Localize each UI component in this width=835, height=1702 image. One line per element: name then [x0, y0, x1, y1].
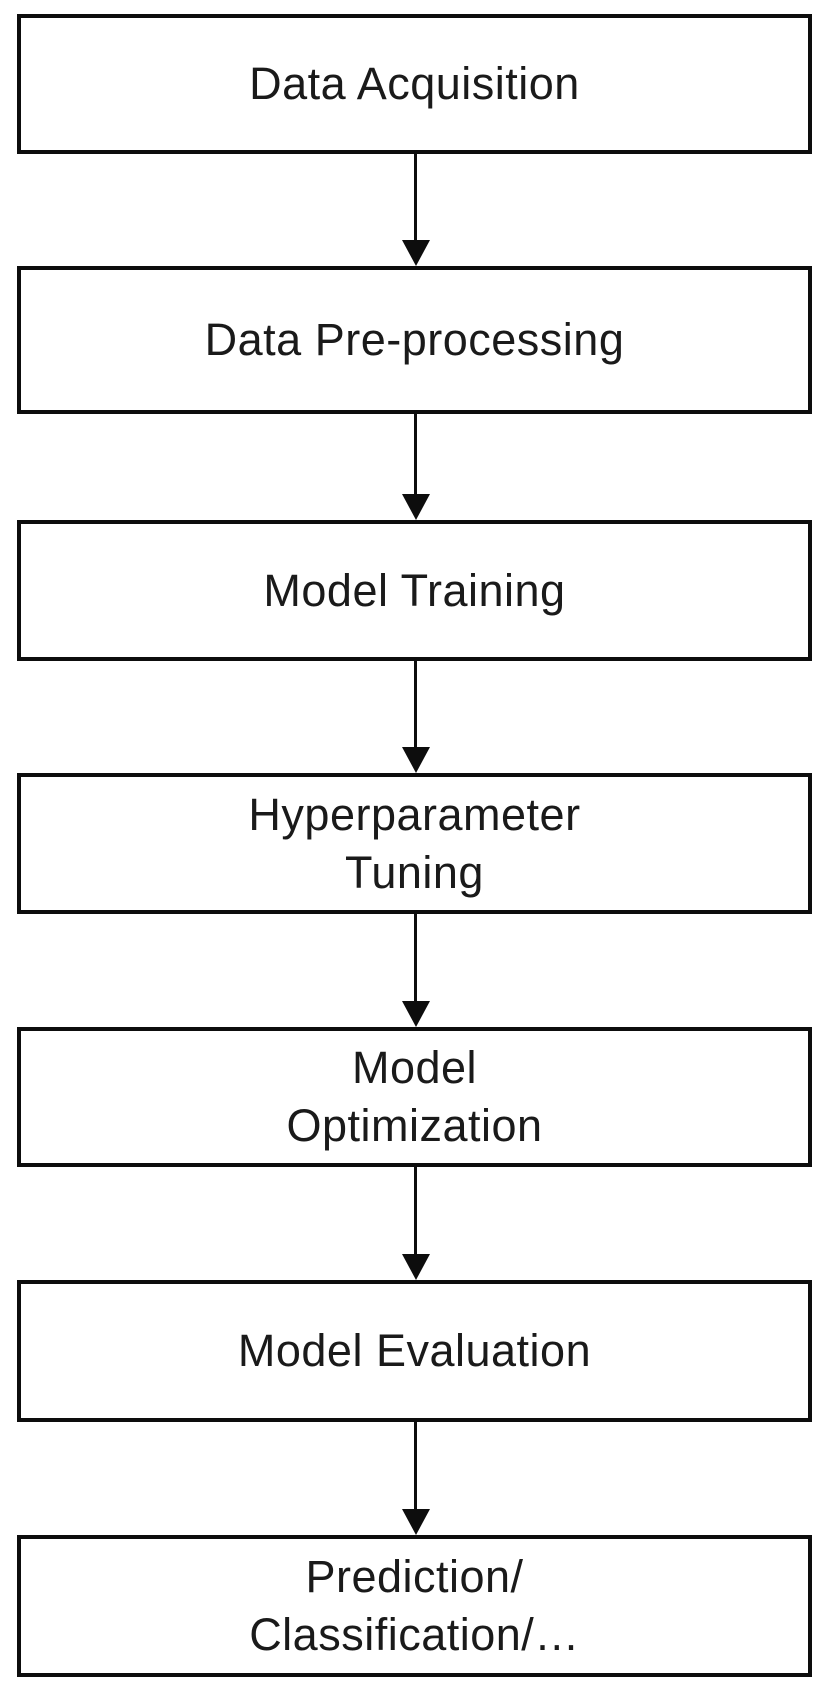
flow-step-data-acquisition: Data Acquisition: [17, 14, 812, 154]
arrow-head: [402, 747, 430, 773]
flow-step-model-evaluation: Model Evaluation: [17, 1280, 812, 1422]
flow-step-label: Prediction/ Classification/…: [249, 1551, 580, 1660]
arrow-head: [402, 1254, 430, 1280]
arrow-head: [402, 494, 430, 520]
arrow-down-icon: [400, 1422, 432, 1535]
arrow-shaft: [414, 661, 417, 757]
arrow-head: [402, 1509, 430, 1535]
flow-step-label: Hyperparameter Tuning: [248, 788, 581, 898]
flow-step-label: Data Acquisition: [249, 58, 580, 110]
arrow-down-icon: [400, 154, 432, 266]
flow-step-label: Data Pre-processing: [204, 314, 625, 366]
arrow-down-icon: [400, 1167, 432, 1280]
arrow-head: [402, 240, 430, 266]
arrow-shaft: [414, 1422, 417, 1519]
flow-step-data-pre-processing: Data Pre-processing: [17, 266, 812, 414]
arrow-shaft: [414, 1167, 417, 1264]
flow-step-prediction-classification: Prediction/ Classification/…: [17, 1535, 812, 1677]
flow-step-label: Model Optimization: [286, 1042, 543, 1151]
flow-step-hyperparameter-tuning: Hyperparameter Tuning: [17, 773, 812, 914]
flow-step-label: Model Training: [263, 564, 566, 616]
arrow-head: [402, 1001, 430, 1027]
arrow-down-icon: [400, 914, 432, 1027]
arrow-down-icon: [400, 661, 432, 773]
flow-step-label: Model Evaluation: [237, 1325, 592, 1377]
arrow-down-icon: [400, 414, 432, 520]
arrow-shaft: [414, 154, 417, 250]
arrow-shaft: [414, 414, 417, 504]
arrow-shaft: [414, 914, 417, 1011]
flow-step-model-training: Model Training: [17, 520, 812, 661]
flow-step-model-optimization: Model Optimization: [17, 1027, 812, 1167]
